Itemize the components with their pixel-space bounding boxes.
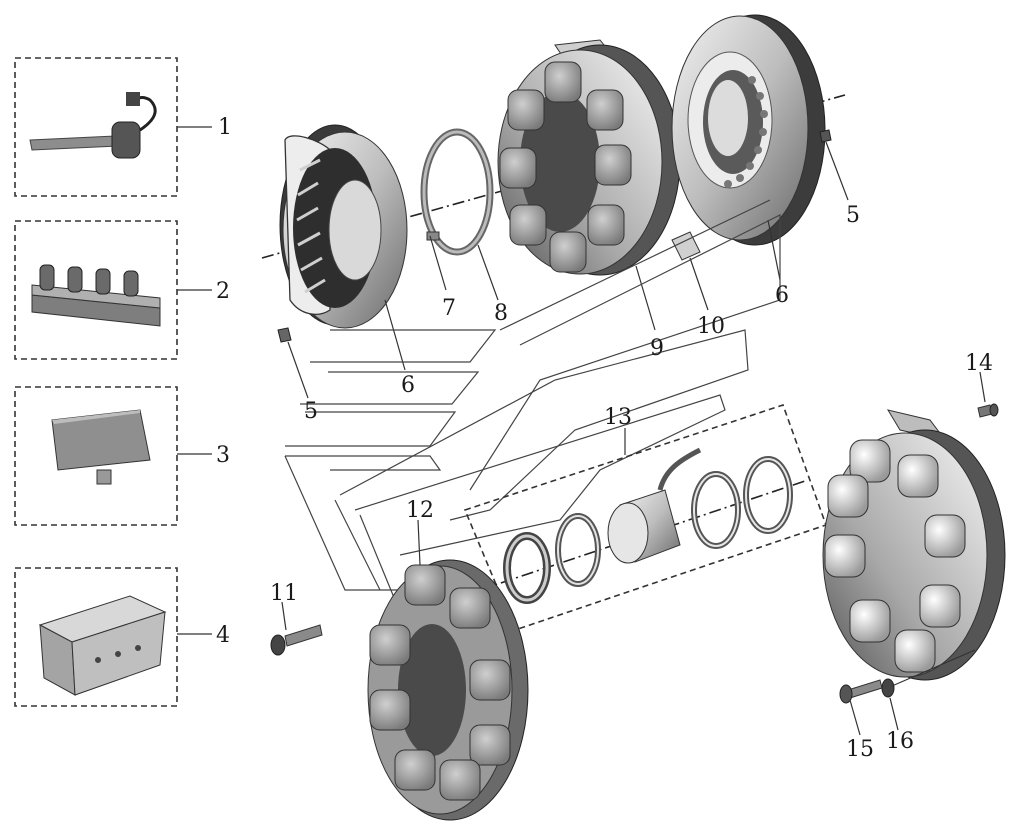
label-7: 7 [442, 296, 456, 321]
label-2: 2 [216, 279, 230, 304]
bolt-14 [977, 371, 999, 418]
bolt-15 [839, 679, 883, 736]
seal-ring [420, 128, 494, 256]
nut-left [277, 327, 292, 343]
vented-disc-right [671, 14, 826, 246]
label-9: 9 [650, 336, 664, 361]
label-14: 14 [965, 351, 993, 376]
item-3-box [14, 386, 212, 526]
fan-housing-left [279, 124, 408, 329]
label-13: 13 [604, 405, 632, 430]
center-axis-lower [479, 479, 809, 591]
item-4-box [14, 567, 212, 707]
label-12: 12 [406, 498, 434, 523]
routing-lines [284, 199, 781, 601]
label-5-upper: 5 [846, 203, 860, 228]
label-5-lower: 5 [304, 399, 318, 424]
label-8: 8 [494, 301, 508, 326]
caliper-lower-left [367, 559, 529, 821]
label-6-right: 6 [775, 283, 789, 308]
caliper-upper [497, 39, 681, 276]
gasket [671, 231, 701, 261]
item-2-box [14, 220, 212, 360]
item-1-box [14, 57, 212, 197]
label-10: 10 [697, 314, 725, 339]
label-6-left: 6 [401, 373, 415, 398]
label-11: 11 [270, 581, 298, 606]
label-4: 4 [216, 623, 230, 648]
leader-16-line [891, 649, 976, 687]
label-15: 15 [846, 737, 874, 762]
bolt-11 [270, 601, 323, 656]
label-16: 16 [886, 729, 914, 754]
caliper-lower-right [822, 409, 1006, 681]
leader-12 [417, 519, 421, 566]
nut-16 [881, 678, 899, 731]
leader-lines-upper [287, 141, 849, 399]
label-3: 3 [216, 443, 230, 468]
nut-upper-right [819, 129, 832, 143]
label-1: 1 [218, 115, 232, 140]
seal-kit [503, 447, 793, 604]
